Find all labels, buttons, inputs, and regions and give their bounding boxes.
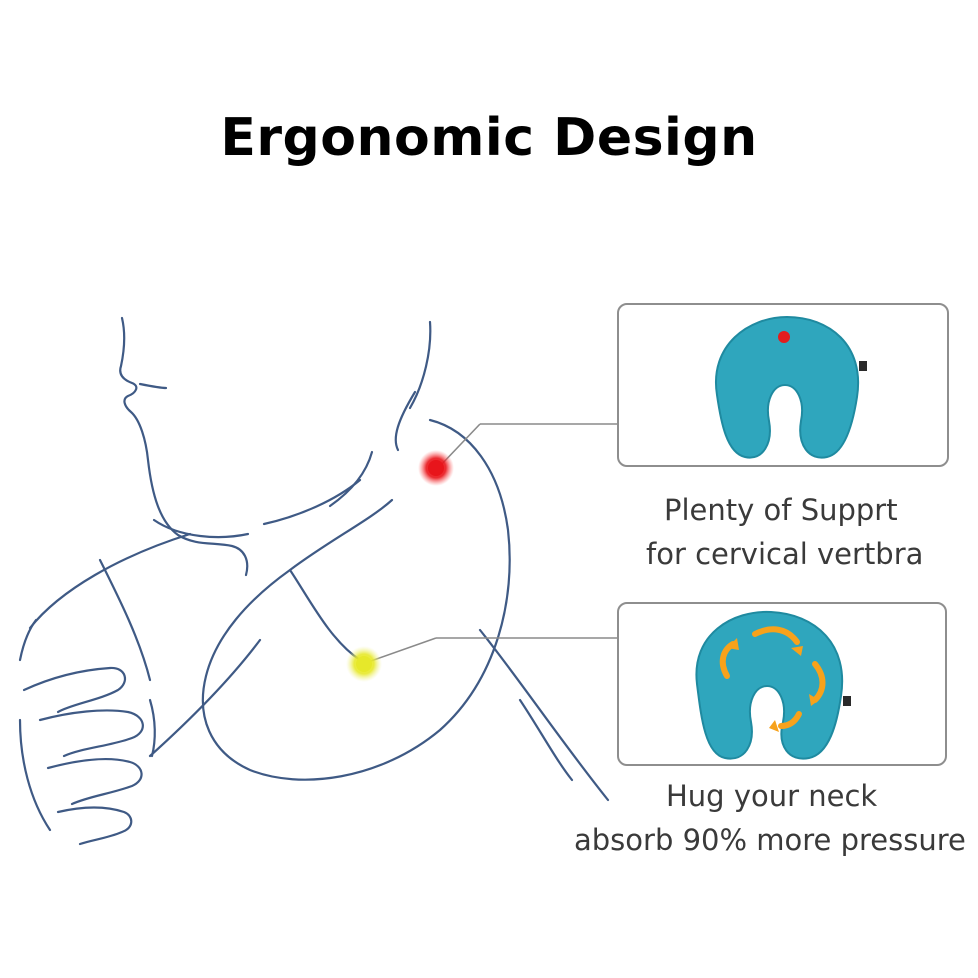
hug-panel [617, 602, 947, 766]
support-caption-line1: Plenty of Supprt [664, 493, 898, 527]
u-shaped-neck-pillow-icon [714, 315, 867, 459]
hug-caption-line2: absorb 90% more pressure [574, 823, 966, 857]
sketch-lines [18, 316, 610, 846]
page-title: Ergonomic Design [220, 108, 758, 168]
leader-lines [367, 423, 618, 663]
u-shaped-neck-pillow-with-arrows-icon [695, 610, 851, 760]
support-panel [617, 303, 949, 467]
hug-caption-line1: Hug your neck [666, 779, 878, 813]
support-caption-line2: for cervical vertbra [646, 537, 924, 571]
